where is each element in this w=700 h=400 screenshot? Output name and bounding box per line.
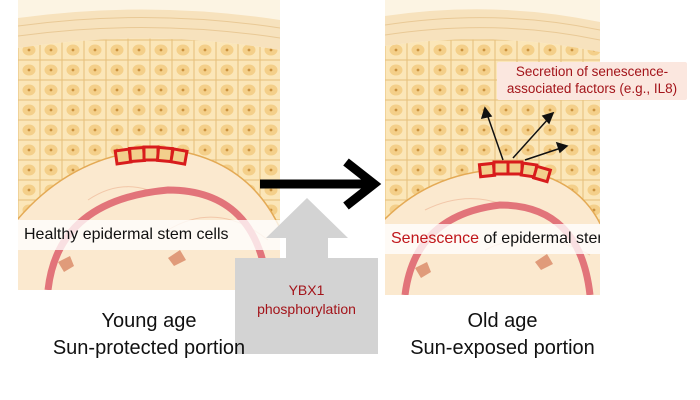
progression-arrow-icon bbox=[260, 158, 382, 210]
young-skin-illustration: Healthy epidermal stem cells bbox=[18, 0, 280, 290]
secretion-label: Secretion of senescence- associated fact… bbox=[506, 64, 678, 96]
ybx1-box bbox=[235, 258, 378, 354]
young-age-caption: Young age Sun-protected portion bbox=[52, 310, 246, 359]
ybx1-phosphorylation-label: YBX1 phosphorylation bbox=[257, 282, 356, 317]
secretion-arrows bbox=[480, 106, 569, 161]
senescent-stem-cell-row bbox=[477, 160, 553, 184]
senescence-rest: of epidermal stem bbox=[479, 230, 601, 247]
old-skin-illustration: Senescence of epidermal stem bbox=[385, 0, 600, 295]
secretion-label-box bbox=[497, 62, 687, 100]
up-arrow-icon bbox=[266, 198, 348, 260]
senescence-word: Senescence bbox=[391, 230, 480, 247]
healthy-stem-cells-label: Healthy epidermal stem cells bbox=[18, 220, 280, 250]
old-age-caption: Old age Sun-exposed portion bbox=[410, 310, 595, 359]
stem-cell-row bbox=[113, 145, 189, 166]
senescence-label: Senescence of epidermal stem bbox=[385, 224, 600, 254]
